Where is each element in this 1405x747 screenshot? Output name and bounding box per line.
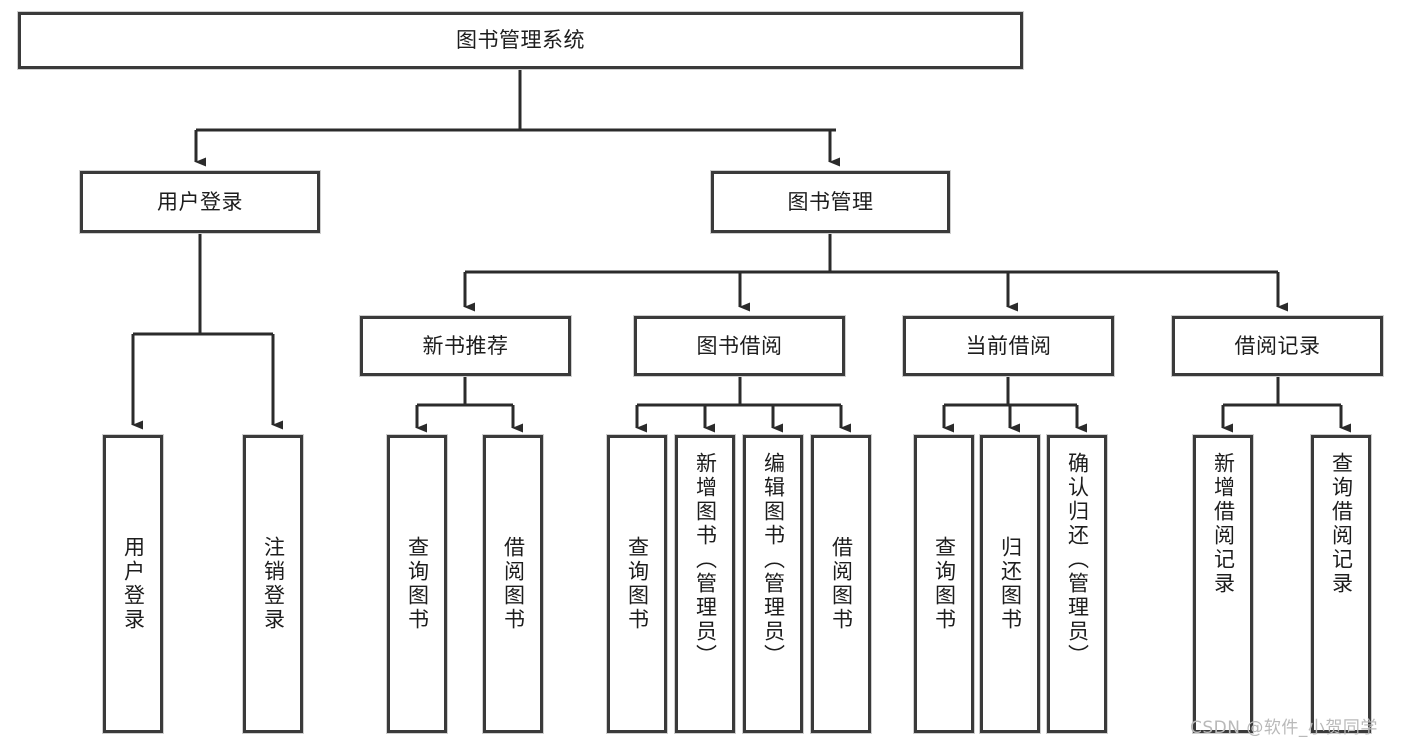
node-leaf-return-book[interactable]: 归还图书: [980, 435, 1040, 733]
node-leaf-user-login-label: 用户登录: [121, 536, 146, 632]
node-root-label: 图书管理系统: [456, 28, 585, 53]
node-leaf-query-book-recommend-label: 查询图书: [405, 536, 430, 632]
node-user-login-label: 用户登录: [157, 189, 243, 214]
node-leaf-add-book-admin-label: 新增图书（管理员）: [693, 452, 718, 668]
node-leaf-logout-label: 注销登录: [261, 536, 286, 632]
node-leaf-add-book-admin[interactable]: 新增图书（管理员）: [675, 435, 735, 733]
node-leaf-query-borrow-record-label: 查询借阅记录: [1329, 452, 1354, 596]
node-leaf-query-borrow-record[interactable]: 查询借阅记录: [1311, 435, 1371, 733]
node-root[interactable]: 图书管理系统: [18, 12, 1023, 69]
node-leaf-edit-book-admin[interactable]: 编辑图书（管理员）: [743, 435, 803, 733]
node-new-book-recommend-label: 新书推荐: [422, 333, 509, 358]
node-leaf-confirm-return-admin-label: 确认归还（管理员）: [1065, 452, 1090, 668]
node-leaf-borrow-book-recommend[interactable]: 借阅图书: [483, 435, 543, 733]
node-leaf-query-book-current-label: 查询图书: [932, 536, 957, 632]
node-current-borrow[interactable]: 当前借阅: [903, 316, 1114, 376]
node-leaf-add-borrow-record-label: 新增借阅记录: [1211, 452, 1236, 596]
node-leaf-borrow-book-recommend-label: 借阅图书: [501, 536, 526, 632]
node-book-manage-label: 图书管理: [787, 189, 874, 214]
node-leaf-query-book[interactable]: 查询图书: [607, 435, 667, 733]
node-leaf-query-book-label: 查询图书: [625, 536, 650, 632]
node-leaf-user-login[interactable]: 用户登录: [103, 435, 163, 733]
node-leaf-confirm-return-admin[interactable]: 确认归还（管理员）: [1047, 435, 1107, 733]
node-leaf-return-book-label: 归还图书: [998, 536, 1023, 632]
node-borrow-record-label: 借阅记录: [1234, 333, 1321, 358]
node-leaf-add-borrow-record[interactable]: 新增借阅记录: [1193, 435, 1253, 733]
node-leaf-borrow-book[interactable]: 借阅图书: [811, 435, 871, 733]
node-book-borrow[interactable]: 图书借阅: [634, 316, 845, 376]
node-user-login[interactable]: 用户登录: [80, 171, 320, 233]
node-leaf-borrow-book-label: 借阅图书: [829, 536, 854, 632]
node-book-borrow-label: 图书借阅: [696, 333, 783, 358]
node-leaf-logout[interactable]: 注销登录: [243, 435, 303, 733]
node-leaf-query-book-current[interactable]: 查询图书: [914, 435, 974, 733]
node-book-manage[interactable]: 图书管理: [711, 171, 950, 233]
node-leaf-query-book-recommend[interactable]: 查询图书: [387, 435, 447, 733]
node-current-borrow-label: 当前借阅: [965, 333, 1052, 358]
node-borrow-record[interactable]: 借阅记录: [1172, 316, 1383, 376]
node-leaf-edit-book-admin-label: 编辑图书（管理员）: [761, 452, 786, 668]
watermark: CSDN @软件_小贺同学: [1190, 718, 1378, 738]
node-new-book-recommend[interactable]: 新书推荐: [360, 316, 571, 376]
